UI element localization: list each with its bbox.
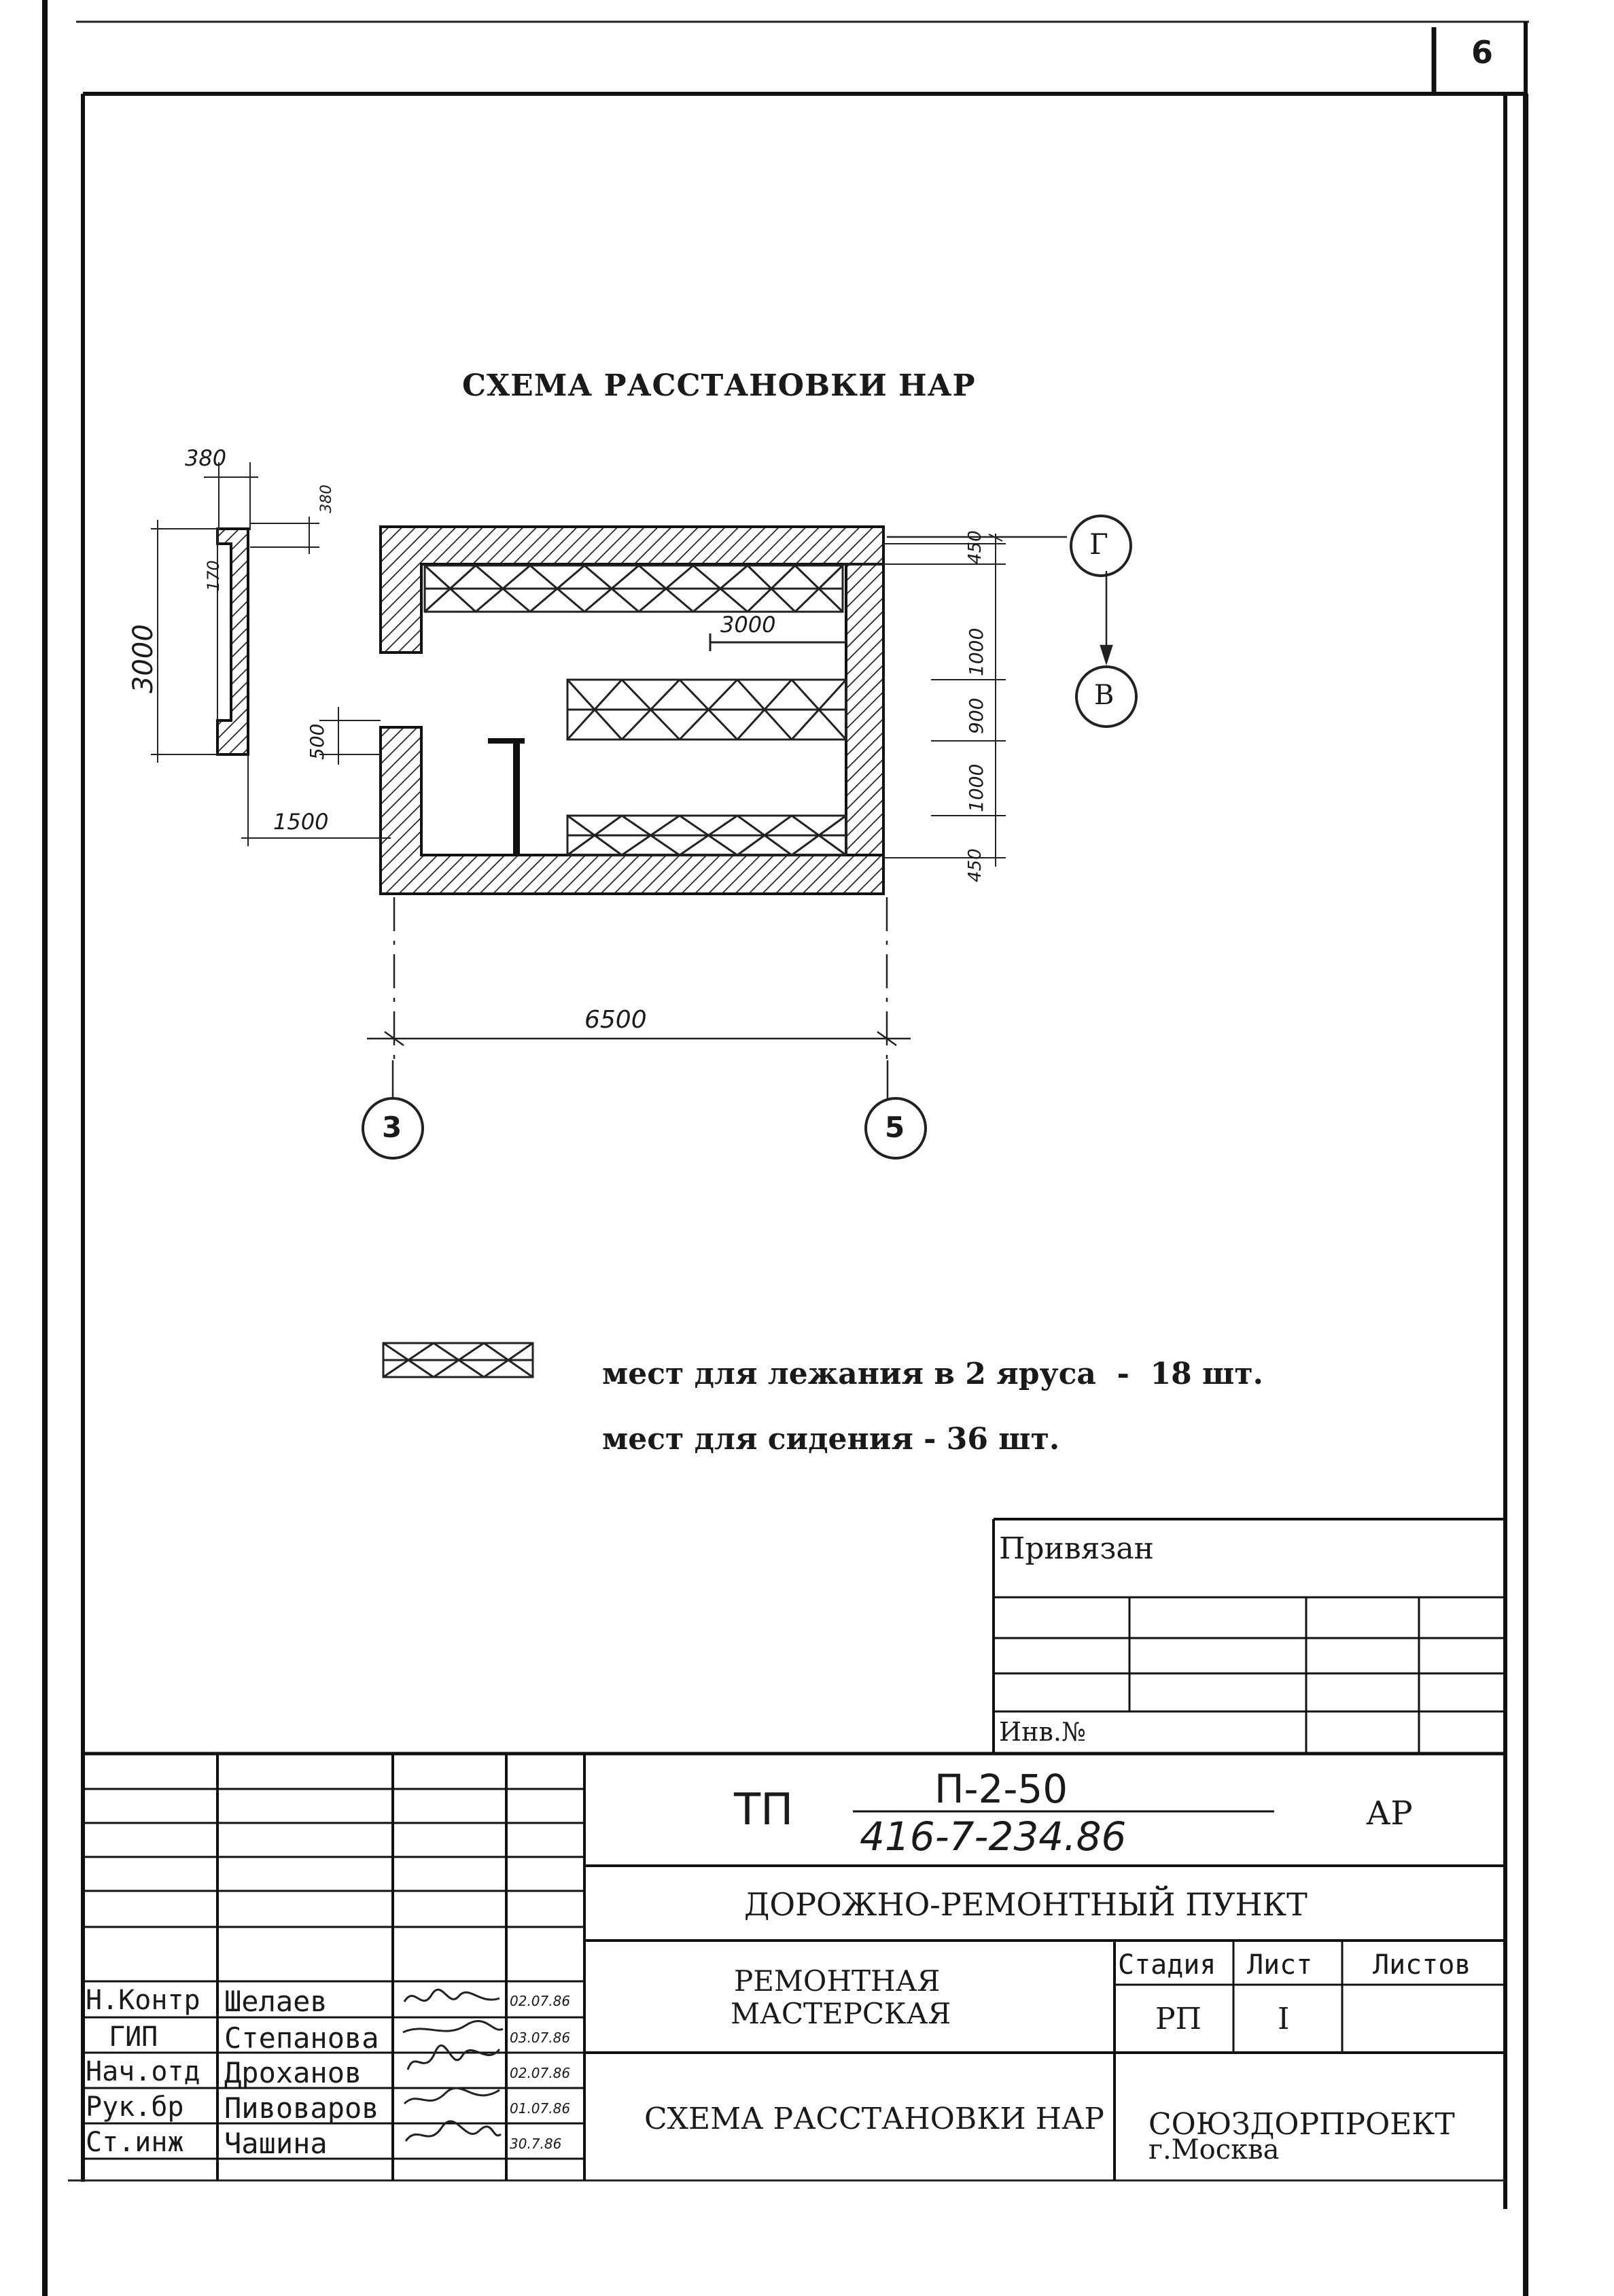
dim-bunk-length: 3000 (720, 612, 776, 638)
signature-name: Чашина (224, 2127, 328, 2160)
right-dimensions (843, 534, 1006, 867)
signature-name: Пивоваров (224, 2091, 379, 2125)
signature-date: 03.07.86 (510, 2030, 571, 2046)
sheet-value: I (1278, 2002, 1290, 2036)
axis-label-3: 3 (382, 1111, 402, 1144)
axis-label-5: 5 (885, 1111, 905, 1144)
axis-label-g: Г (1089, 527, 1108, 561)
sheet-number: 6 (1471, 34, 1494, 71)
handwritten-signatures (402, 1988, 504, 2142)
signature-date: 02.07.86 (510, 1993, 571, 2009)
legend-bunk-symbol (382, 1342, 534, 1378)
signature-role: Нач.отд (86, 2056, 200, 2087)
signature-role: Рук.бр (86, 2091, 184, 2123)
dim-wall-thickness: 380 (185, 445, 227, 471)
drawing-title: СХЕМА РАССТАНОВКИ НАР (462, 368, 976, 403)
legend-line-1: мест для лежания в 2 яруса - 18 шт. (602, 1357, 1263, 1391)
object-name-line-1: РЕМОНТНАЯ (734, 1964, 941, 1998)
stage-header: Стадия (1118, 1949, 1216, 1981)
code-suffix: АР (1366, 1794, 1413, 1832)
axis-label-v: В (1094, 680, 1115, 711)
signature-role: Н.Контр (86, 1985, 200, 2016)
inv-label: Инв.№ (999, 1717, 1086, 1747)
grid-axes (362, 515, 1138, 1160)
org-city: г.Москва (1148, 2134, 1280, 2165)
left-dimensions (241, 707, 391, 846)
signature-date: 01.07.86 (510, 2100, 571, 2117)
code-denominator: 416-7-234.86 (860, 1813, 1127, 1860)
org-name: СОЮЗДОРПРОЕКТ (1148, 2107, 1455, 2142)
signature-name: Степанова (224, 2021, 379, 2055)
dim-offset-1500: 1500 (273, 809, 329, 835)
wall-section-detail (151, 462, 319, 763)
project-name: ДОРОЖНО-РЕМОНТНЫЙ ПУНКТ (744, 1886, 1308, 1923)
object-name-line-2: МАСТЕРСКАЯ (731, 1997, 951, 2030)
dim-span-6500: 6500 (584, 1006, 647, 1034)
signature-role: Ст.инж (86, 2127, 184, 2158)
bunks (423, 564, 847, 856)
sheet-header: Лист (1247, 1949, 1313, 1981)
signature-role: ГИП (109, 2021, 158, 2053)
signature-name: Дроханов (224, 2056, 362, 2089)
privyazan-label: Привязан (999, 1531, 1154, 1566)
signature-date: 02.07.86 (510, 2065, 571, 2081)
code-numerator: П-2-50 (934, 1766, 1068, 1812)
signature-date: 30.7.86 (510, 2136, 562, 2152)
code-prefix: ТП (734, 1785, 794, 1835)
sheet-title: СХЕМА РАССТАНОВКИ НАР (644, 2102, 1104, 2136)
sheets-header: Листов (1373, 1949, 1471, 1981)
signature-name: Шелаев (224, 1985, 328, 2018)
stage-value: РП (1155, 2002, 1201, 2036)
legend-line-2: мест для сидения - 36 шт. (602, 1422, 1060, 1457)
